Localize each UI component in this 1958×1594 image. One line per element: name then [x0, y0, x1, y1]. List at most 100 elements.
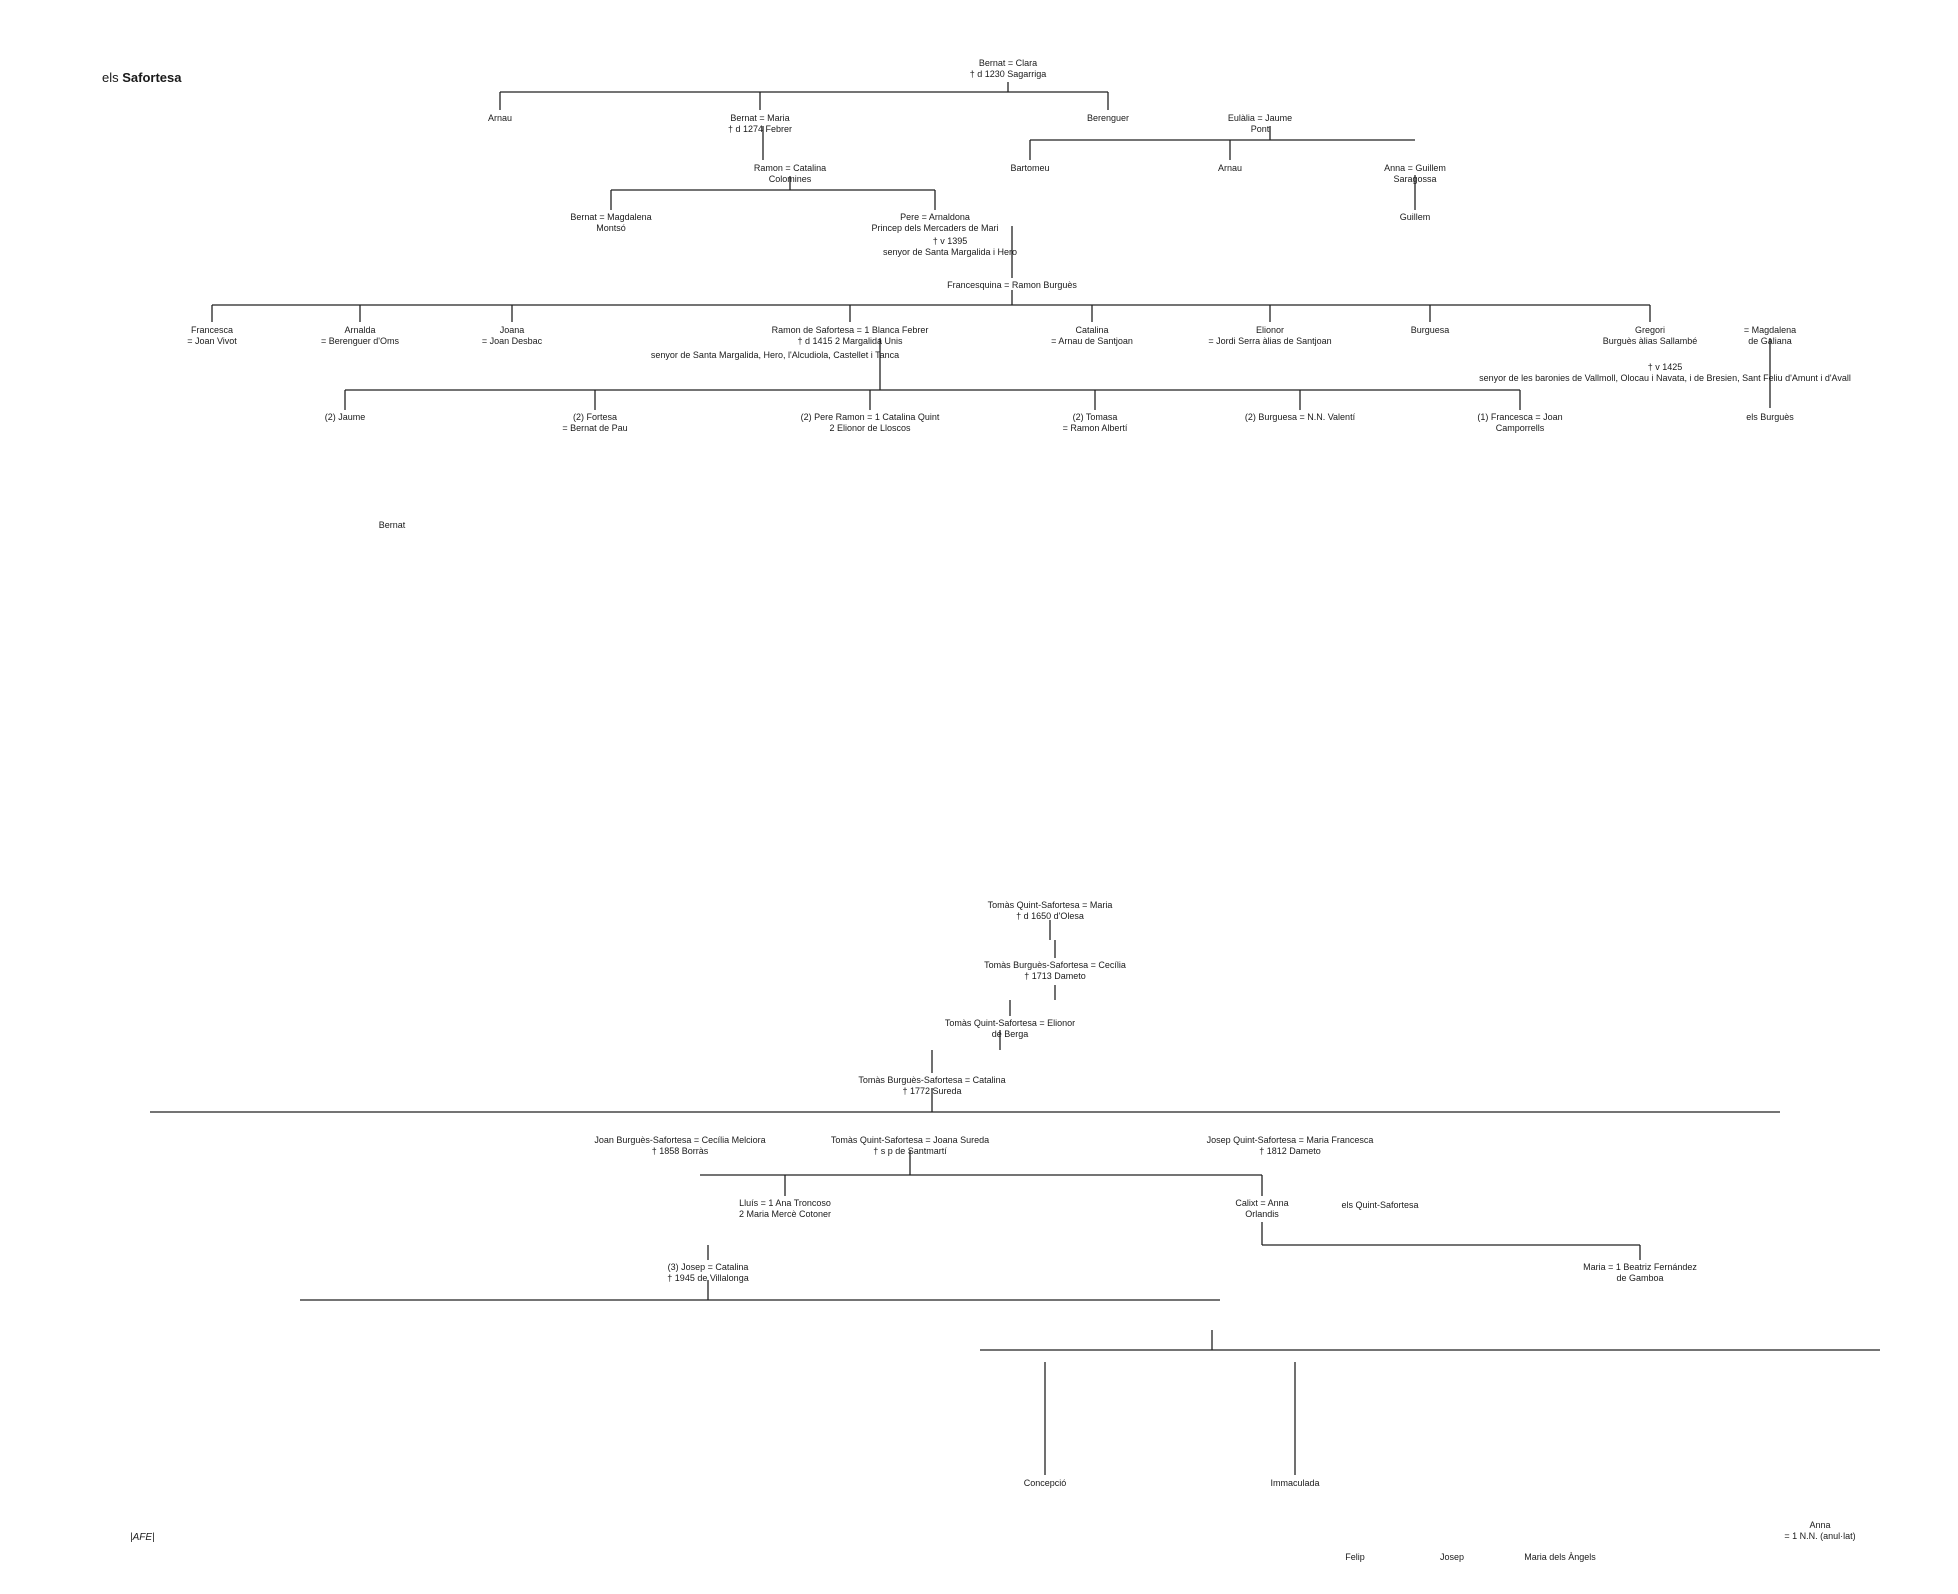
person-detail: = Joan Vivot: [187, 336, 237, 346]
person-node: Berenguer: [1087, 113, 1129, 124]
person-node: Bernat = Maria† d 1274 Febrer: [728, 113, 792, 135]
person-node: els Burguès: [1746, 412, 1794, 423]
person-detail: de Gamboa: [1616, 1273, 1664, 1283]
person-name: Ramon de Safortesa = 1 Blanca Febrer: [771, 325, 929, 335]
person-node: Tomàs Quint-Safortesa = Joana Sureda† s …: [831, 1135, 989, 1157]
person-name: Tomàs Quint-Safortesa = Elionor: [944, 1018, 1076, 1028]
person-name: Catalina: [1075, 325, 1109, 335]
person-name: Felip: [1345, 1552, 1365, 1562]
person-detail: de Galiana: [1748, 336, 1792, 346]
person-detail: Orlandis: [1245, 1209, 1279, 1219]
source-reference: |AFE|: [130, 1532, 155, 1543]
person-name: Eulàlia = Jaume: [1227, 113, 1293, 123]
person-node: Arnau: [1218, 163, 1242, 174]
person-node: Anna= 1 N.N. (anul·lat): [1784, 1520, 1855, 1542]
person-name: † v 1395: [932, 236, 968, 246]
person-node: Joana= Joan Desbac: [482, 325, 542, 347]
person-detail: † d 1650 d'Olesa: [1016, 911, 1084, 921]
person-name: Bernat = Clara: [978, 58, 1038, 68]
person-node: Tomàs Burguès-Safortesa = Catalina† 1772…: [858, 1075, 1005, 1097]
person-name: Tomàs Burguès-Safortesa = Cecília: [984, 960, 1126, 970]
person-name: Maria = 1 Beatriz Fernández: [1583, 1262, 1697, 1272]
person-detail: senyor de les baronies de Vallmoll, Oloc…: [1479, 373, 1851, 383]
person-name: (2) Jaume: [324, 412, 366, 422]
person-detail: = Ramon Albertí: [1062, 423, 1128, 433]
person-detail: senyor de Santa Margalida i Hero: [882, 247, 1018, 257]
person-name: Tomàs Burguès-Safortesa = Catalina: [858, 1075, 1006, 1085]
person-node: Josep: [1440, 1552, 1464, 1563]
person-name: els Burguès: [1746, 412, 1794, 422]
person-name: Francesquina = Ramon Burguès: [947, 280, 1077, 290]
person-node: Josep Quint-Safortesa = Maria Francesca†…: [1207, 1135, 1374, 1157]
person-node: Tomàs Quint-Safortesa = Maria† d 1650 d'…: [988, 900, 1113, 922]
person-node: Catalina= Arnau de Santjoan: [1051, 325, 1133, 347]
person-name: Bernat = Magdalena: [570, 212, 652, 222]
person-detail: † 1858 Borràs: [651, 1146, 709, 1156]
person-name: Arnau: [1217, 163, 1243, 173]
person-name: Gregori: [1634, 325, 1665, 335]
person-node: Maria dels Àngels: [1524, 1552, 1596, 1563]
person-name: Berenguer: [1086, 113, 1130, 123]
person-name: Burguesa: [1410, 325, 1450, 335]
person-name: (2) Pere Ramon = 1 Catalina Quint: [800, 412, 940, 422]
person-name: (2) Burguesa = N.N. Valentí: [1244, 412, 1356, 422]
person-node: Concepció: [1024, 1478, 1067, 1489]
person-detail: Camporrells: [1495, 423, 1545, 433]
person-node: senyor de Santa Margalida, Hero, l'Alcud…: [651, 350, 899, 361]
person-detail: † 1713 Dameto: [1024, 971, 1086, 981]
person-name: Maria dels Àngels: [1524, 1552, 1596, 1562]
person-node: Francesquina = Ramon Burguès: [947, 280, 1077, 291]
person-detail: = Jordi Serra àlias de Santjoan: [1208, 336, 1332, 346]
person-detail: Princep dels Mercaders de Mari: [871, 223, 999, 233]
person-detail: † 1772 Sureda: [902, 1086, 962, 1096]
person-node: (3) Josep = Catalina† 1945 de Villalonga: [667, 1262, 748, 1284]
person-name: Arnalda: [344, 325, 376, 335]
person-name: Bartomeu: [1010, 163, 1050, 173]
person-name: Francesca: [190, 325, 234, 335]
person-detail: = Joan Desbac: [481, 336, 543, 346]
page-title: els Safortesa: [102, 70, 182, 85]
person-detail: † s p de Santmartí: [873, 1146, 947, 1156]
person-detail: † d 1230 Sagarriga: [969, 69, 1047, 79]
person-node: Elionor= Jordi Serra àlias de Santjoan: [1208, 325, 1331, 347]
person-node: Felip: [1345, 1552, 1365, 1563]
person-name: Elionor: [1255, 325, 1285, 335]
person-node: Guillem: [1400, 212, 1431, 223]
person-name: Tomàs Quint-Safortesa = Joana Sureda: [830, 1135, 990, 1145]
person-name: Josep Quint-Safortesa = Maria Francesca: [1206, 1135, 1374, 1145]
person-name: Lluís = 1 Ana Troncoso: [739, 1198, 831, 1208]
person-name: (2) Fortesa: [572, 412, 617, 422]
person-detail: Colomines: [768, 174, 812, 184]
person-name: Guillem: [1399, 212, 1431, 222]
person-node: Arnau: [488, 113, 512, 124]
person-node: Francesca= Joan Vivot: [187, 325, 237, 347]
person-detail: † 1812 Dameto: [1259, 1146, 1321, 1156]
person-detail: † d 1415 2 Margalida Unis: [797, 336, 903, 346]
person-detail: Burguès àlias Sallambé: [1602, 336, 1698, 346]
person-name: Pere = Arnaldona: [900, 212, 970, 222]
person-name: Bernat: [378, 520, 406, 530]
person-detail: = Bernat de Pau: [562, 423, 628, 433]
person-node: Immaculada: [1270, 1478, 1319, 1489]
person-name: Joan Burguès-Safortesa = Cecília Melcior…: [594, 1135, 766, 1145]
person-node: Bernat: [379, 520, 406, 531]
person-node: Joan Burguès-Safortesa = Cecília Melcior…: [594, 1135, 765, 1157]
person-detail: = 1 N.N. (anul·lat): [1784, 1531, 1856, 1541]
person-node: (2) Burguesa = N.N. Valentí: [1245, 412, 1355, 423]
person-node: Bernat = Clara† d 1230 Sagarriga: [970, 58, 1047, 80]
person-node: Ramon de Safortesa = 1 Blanca Febrer† d …: [772, 325, 929, 347]
person-detail: 2 Elionor de Lloscos: [829, 423, 911, 433]
